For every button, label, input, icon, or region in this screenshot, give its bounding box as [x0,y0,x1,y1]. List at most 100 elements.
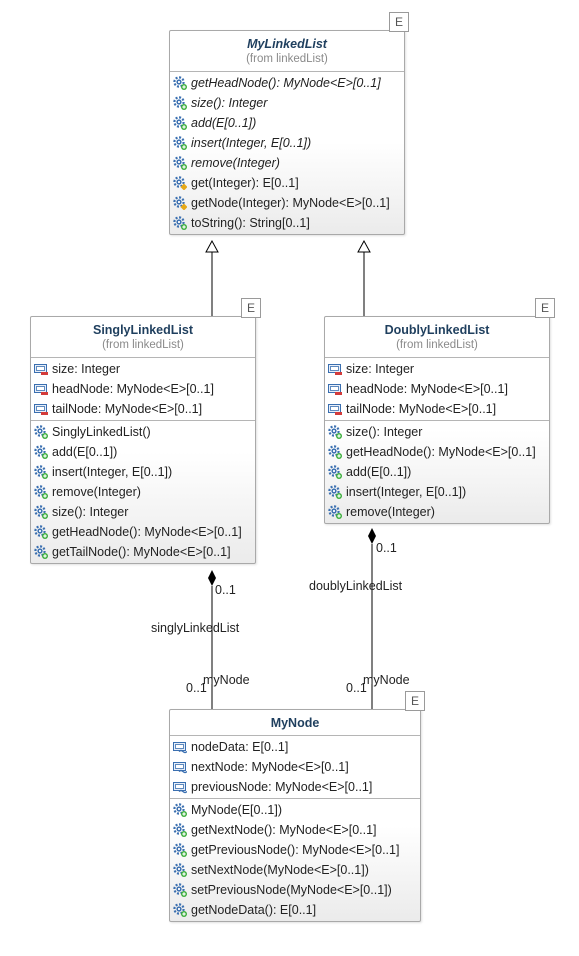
operation-row[interactable]: size(): Integer [31,502,255,522]
public-operation-icon [173,863,187,877]
attribute-row[interactable]: previousNode: MyNode<E>[0..1] [170,777,420,797]
class-package: (from linkedList) [396,339,478,351]
operation-signature: insert(Integer, E[0..1]) [52,465,173,479]
template-parameter-badge: E [535,298,555,318]
class-name: MyNode [270,716,320,730]
operation-signature: getHeadNode(): MyNode<E>[0..1] [346,445,536,459]
attribute-row[interactable]: nextNode: MyNode<E>[0..1] [170,757,420,777]
attribute-row[interactable]: tailNode: MyNode<E>[0..1] [31,399,255,419]
template-parameter-badge: E [241,298,261,318]
private-attribute-icon [328,382,342,396]
class-mynode[interactable]: MyNode nodeData: E[0..1] nextNode: MyNode… [169,709,421,922]
public-operation-icon [173,803,187,817]
operation-row[interactable]: add(E[0..1]) [170,113,404,133]
operation-signature: toString(): String[0..1] [191,216,310,230]
doubly-node-role-label: myNode [363,673,410,687]
attribute-row[interactable]: nodeData: E[0..1] [170,737,420,757]
operation-row[interactable]: setPreviousNode(MyNode<E>[0..1]) [170,880,420,900]
operation-signature: remove(Integer) [52,485,141,499]
class-singlylinkedlist[interactable]: SinglyLinkedList (from linkedList) size:… [30,316,256,564]
class-doublylinkedlist[interactable]: DoublyLinkedList (from linkedList) size:… [324,316,550,524]
public-operation-icon [328,445,342,459]
public-operation-icon [328,505,342,519]
private-attribute-icon [328,362,342,376]
operation-row[interactable]: remove(Integer) [31,482,255,502]
attribute-row[interactable]: size: Integer [325,359,549,379]
operation-row[interactable]: insert(Integer, E[0..1]) [170,133,404,153]
public-operation-icon [34,485,48,499]
operation-row[interactable]: getHeadNode(): MyNode<E>[0..1] [325,442,549,462]
attribute-row[interactable]: size: Integer [31,359,255,379]
public-operation-icon [173,136,187,150]
public-operation-icon [173,216,187,230]
private-attribute-icon [34,362,48,376]
operation-row[interactable]: insert(Integer, E[0..1]) [31,462,255,482]
operation-row[interactable]: add(E[0..1]) [325,462,549,482]
public-operation-icon [173,116,187,130]
operation-row[interactable]: size(): Integer [325,422,549,442]
public-operation-icon [173,843,187,857]
singly-role-label: singlyLinkedList [151,621,240,635]
private-attribute-icon [34,402,48,416]
generalization-singly-arrowhead [205,239,219,253]
class-package: (from linkedList) [246,53,328,65]
operation-row[interactable]: add(E[0..1]) [31,442,255,462]
operation-signature: getTailNode(): MyNode<E>[0..1] [52,545,231,559]
operation-signature: insert(Integer, E[0..1]) [346,485,467,499]
operation-signature: size(): Integer [346,425,423,439]
operation-row[interactable]: size(): Integer [170,93,404,113]
operation-signature: size(): Integer [52,505,129,519]
operation-row[interactable]: remove(Integer) [170,153,404,173]
attribute-signature: headNode: MyNode<E>[0..1] [52,382,214,396]
operation-row[interactable]: getTailNode(): MyNode<E>[0..1] [31,542,255,562]
operation-row[interactable]: getNextNode(): MyNode<E>[0..1] [170,820,420,840]
composition-doubly-diamond [368,528,376,544]
operation-row[interactable]: getHeadNode(): MyNode<E>[0..1] [31,522,255,542]
singly-owner-multiplicity: 0..1 [215,583,236,597]
operations-compartment: SinglyLinkedList() add(E[0..1]) insert(Int… [31,421,255,563]
attribute-row[interactable]: headNode: MyNode<E>[0..1] [325,379,549,399]
attribute-signature: nodeData: E[0..1] [191,740,289,754]
operation-row[interactable]: get(Integer): E[0..1] [170,173,404,193]
protected-operation-icon [173,196,188,211]
public-operation-icon [34,465,48,479]
class-header: SinglyLinkedList (from linkedList) [31,317,255,358]
operation-signature: size(): Integer [191,96,268,110]
operation-row[interactable]: getNode(Integer): MyNode<E>[0..1] [170,193,404,213]
doubly-role-label: doublyLinkedList [309,579,403,593]
operation-signature: getNode(Integer): MyNode<E>[0..1] [191,196,390,210]
class-package: (from linkedList) [102,339,184,351]
operation-row[interactable]: setNextNode(MyNode<E>[0..1]) [170,860,420,880]
generalization-doubly-arrowhead [357,239,371,253]
public-operation-icon [34,525,48,539]
public-operation-icon [173,823,187,837]
template-parameter-badge: E [405,691,425,711]
operation-row[interactable]: getHeadNode(): MyNode<E>[0..1] [170,73,404,93]
operation-signature: add(E[0..1]) [52,445,118,459]
attribute-row[interactable]: headNode: MyNode<E>[0..1] [31,379,255,399]
public-operation-icon [34,445,48,459]
operation-row[interactable]: getPreviousNode(): MyNode<E>[0..1] [170,840,420,860]
operation-signature: setPreviousNode(MyNode<E>[0..1]) [191,883,392,897]
attribute-signature: headNode: MyNode<E>[0..1] [346,382,508,396]
operation-row[interactable]: MyNode(E[0..1]) [170,800,420,820]
operation-row[interactable]: getNodeData(): E[0..1] [170,900,420,920]
operation-row[interactable]: remove(Integer) [325,502,549,522]
public-operation-icon [328,425,342,439]
attributes-compartment: size: Integer headNode: MyNode<E>[0..1] ta… [325,358,549,421]
operation-row[interactable]: insert(Integer, E[0..1]) [325,482,549,502]
class-name: DoublyLinkedList [384,323,490,337]
operation-row[interactable]: toString(): String[0..1] [170,213,404,233]
doubly-node-multiplicity: 0..1 [346,681,367,695]
attribute-signature: nextNode: MyNode<E>[0..1] [191,760,349,774]
public-operation-icon [173,883,187,897]
attributes-compartment: size: Integer headNode: MyNode<E>[0..1] ta… [31,358,255,421]
operation-row[interactable]: SinglyLinkedList() [31,422,255,442]
attribute-row[interactable]: tailNode: MyNode<E>[0..1] [325,399,549,419]
constructor-icon [34,425,48,439]
class-mylinkedlist[interactable]: MyLinkedList (from linkedList) getHeadNo… [169,30,405,235]
operation-signature: remove(Integer) [191,156,280,170]
public-operation-icon [173,156,187,170]
doubly-owner-multiplicity: 0..1 [376,541,397,555]
attribute-signature: size: Integer [346,362,415,376]
